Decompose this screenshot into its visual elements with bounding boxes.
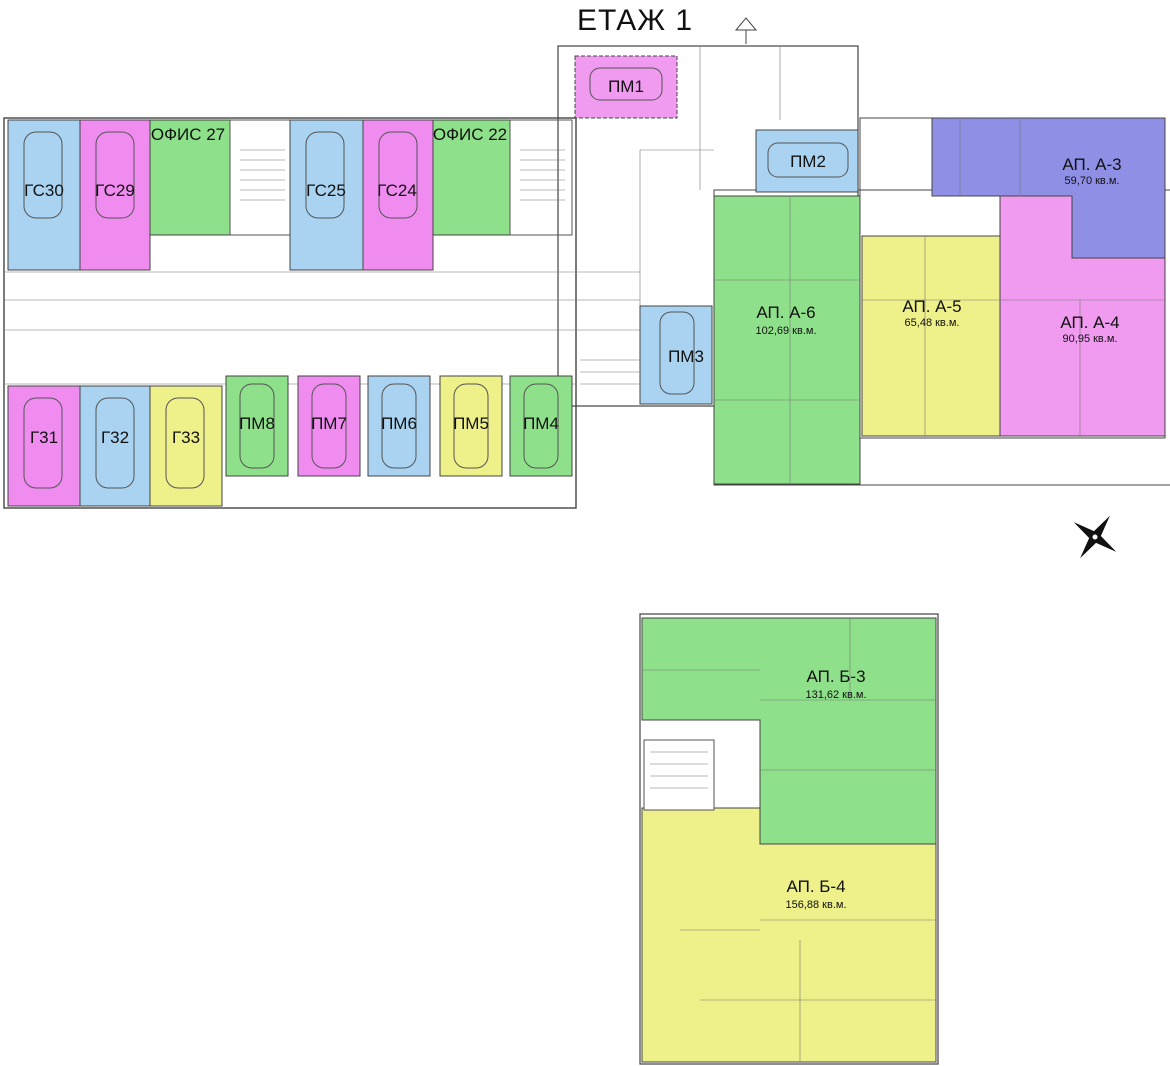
- unit-office27[interactable]: [149, 119, 231, 236]
- unit-pm1[interactable]: [574, 55, 678, 119]
- label-a3-name: АП. А-3: [1062, 155, 1121, 174]
- car-icon: [523, 383, 559, 469]
- car-icon: [767, 142, 849, 178]
- unit-office22[interactable]: [432, 119, 511, 236]
- unit-gs24[interactable]: [362, 119, 434, 271]
- car-icon: [305, 131, 345, 219]
- car-icon: [589, 67, 663, 101]
- car-icon: [311, 383, 347, 469]
- label-a3-area: 59,70 кв.м.: [1065, 175, 1120, 187]
- label-pm4: ПМ4: [523, 414, 559, 433]
- label-b4-area: 156,88 кв.м.: [785, 899, 846, 911]
- label-pm5: ПМ5: [453, 414, 489, 433]
- car-icon: [378, 131, 418, 219]
- car-icon: [165, 397, 205, 489]
- compass-rose-icon: [1073, 515, 1117, 559]
- unit-g33[interactable]: [149, 385, 223, 507]
- car-icon: [95, 397, 135, 489]
- label-b4-name: АП. Б-4: [786, 877, 845, 896]
- car-icon: [453, 383, 489, 469]
- car-icon: [23, 131, 63, 219]
- unit-gs30[interactable]: [7, 119, 81, 271]
- floor-title: ЕТАЖ 1: [576, 4, 694, 37]
- label-a4-area: 90,95 кв.м.: [1063, 333, 1118, 345]
- label-b3-name: АП. Б-3: [806, 667, 865, 686]
- unit-labels: ГС30 ГС29 ОФИС 27 ГС25 ГС24 ОФИС 22 ПМ1 …: [24, 77, 826, 447]
- top-parking-row: [7, 119, 573, 271]
- label-a5-name: АП. А-5: [902, 297, 961, 316]
- unit-pm5[interactable]: [439, 375, 503, 477]
- label-g32: Г32: [101, 428, 129, 447]
- label-g33: Г33: [172, 428, 200, 447]
- label-a6-area: 102,69 кв.м.: [755, 325, 816, 337]
- ramp-area: [574, 55, 859, 405]
- label-pm6: ПМ6: [381, 414, 417, 433]
- unit-g32[interactable]: [79, 385, 151, 507]
- unit-pm3[interactable]: [639, 305, 713, 405]
- label-g31: Г31: [30, 428, 58, 447]
- car-icon: [239, 383, 275, 469]
- car-icon: [381, 383, 417, 469]
- car-icon: [95, 131, 135, 219]
- label-pm7: ПМ7: [311, 414, 347, 433]
- unit-pm4[interactable]: [509, 375, 573, 477]
- bottom-parking-row: [7, 375, 573, 507]
- label-pm1: ПМ1: [608, 77, 644, 96]
- car-icon: [659, 311, 695, 395]
- apt-a5[interactable]: [861, 235, 1001, 437]
- unit-gs29[interactable]: [79, 119, 151, 271]
- north-arrow-icon: [734, 17, 758, 44]
- label-office22: ОФИС 22: [433, 125, 507, 144]
- unit-pm6[interactable]: [367, 375, 431, 477]
- label-gs29: ГС29: [95, 181, 135, 200]
- label-gs25: ГС25: [306, 181, 346, 200]
- unit-pm7[interactable]: [297, 375, 361, 477]
- label-gs30: ГС30: [24, 181, 64, 200]
- label-a5-area: 65,48 кв.м.: [905, 317, 960, 329]
- apartment-labels: АП. А-3 59,70 кв.м. АП. А-4 90,95 кв.м. …: [755, 155, 1121, 911]
- car-icon: [23, 397, 63, 489]
- label-a4-name: АП. А-4: [1060, 313, 1119, 332]
- label-pm3: ПМ3: [668, 347, 704, 366]
- unit-pm8[interactable]: [225, 375, 289, 477]
- apartments-upper: [713, 117, 1166, 485]
- label-office27: ОФИС 27: [151, 125, 225, 144]
- label-pm2: ПМ2: [790, 152, 826, 171]
- unit-g31[interactable]: [7, 385, 81, 507]
- unit-pm2[interactable]: [755, 129, 859, 193]
- unit-gs25[interactable]: [289, 119, 364, 271]
- label-pm8: ПМ8: [239, 414, 275, 433]
- lower-building: [639, 613, 939, 1065]
- label-b3-area: 131,62 кв.м.: [805, 689, 866, 701]
- apt-a6[interactable]: [713, 195, 861, 485]
- apt-b4[interactable]: [641, 807, 937, 1063]
- label-gs24: ГС24: [377, 181, 417, 200]
- label-a6-name: АП. А-6: [756, 303, 815, 322]
